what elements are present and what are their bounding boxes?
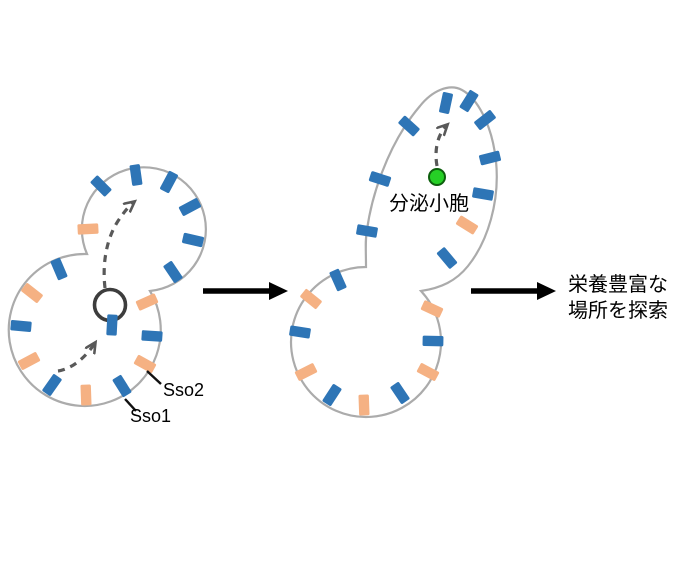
outcome-text-line2: 場所を探索: [568, 298, 668, 322]
sso1-protein-tick: [129, 164, 143, 186]
budding-cell: Sso2 Sso1: [7, 164, 207, 426]
sso2-protein-tick: [294, 363, 318, 381]
sso1-label: Sso1: [130, 406, 171, 426]
sso1-protein-tick: [50, 257, 68, 281]
sso1-protein-tick: [459, 89, 479, 113]
sso1-protein-tick: [398, 115, 420, 137]
sso1-protein-tick: [322, 384, 342, 406]
sso1-protein-tick: [356, 224, 378, 238]
sso1-protein-tick: [329, 268, 347, 292]
budding-cell-protein-ticks: [10, 164, 205, 406]
budding-cell-membrane: [7, 166, 207, 408]
sso2-protein-tick: [133, 354, 157, 374]
sso2-protein-tick: [358, 394, 370, 416]
secretion-path-arrow-bud: [102, 202, 134, 289]
sso1-protein-tick: [112, 374, 132, 398]
sso1-protein-tick: [422, 335, 444, 347]
transition-arrow-2: [471, 282, 556, 300]
sso1-protein-tick: [289, 325, 311, 339]
sso1-protein-tick: [42, 374, 62, 396]
sso2-protein-tick: [17, 352, 41, 370]
elongated-cell-protein-ticks: [289, 89, 502, 416]
transition-arrow-1: [203, 282, 288, 300]
sso2-protein-tick: [21, 283, 43, 303]
sso1-protein-tick: [478, 150, 502, 166]
sso1-protein-tick: [90, 175, 112, 197]
sso1-protein-tick: [163, 261, 183, 283]
sso1-protein-tick: [181, 232, 205, 248]
sso1-protein-tick: [436, 247, 458, 269]
sso2-protein-tick: [300, 289, 322, 309]
sso2-label: Sso2: [163, 380, 204, 400]
sso2-protein-tick: [416, 363, 440, 381]
elongated-cell-membrane: [289, 86, 498, 419]
sso1-protein-tick: [10, 320, 32, 332]
sso1-protein-tick: [472, 187, 494, 201]
sso1-protein-tick: [439, 92, 453, 114]
secretory-vesicle-label: 分泌小胞: [389, 191, 469, 215]
vesicle-path-arrow: [434, 125, 447, 167]
outcome-text: 栄養豊富な 場所を探索: [568, 272, 668, 322]
sso1-pointer-line: [124, 398, 137, 412]
outcome-text-line1: 栄養豊富な: [568, 272, 668, 296]
sso1-protein-tick: [474, 110, 496, 130]
secretion-path-arrow-neck: [57, 343, 95, 373]
elongated-cell: 分泌小胞: [289, 86, 502, 419]
sso2-protein-tick: [455, 215, 479, 235]
sso1-protein-tick: [178, 198, 202, 216]
sso1-protein-tick: [160, 170, 178, 194]
sso2-protein-tick: [420, 300, 444, 318]
sso2-protein-tick: [135, 293, 159, 311]
sso1-protein-tick: [141, 330, 163, 342]
secretory-vesicle-dot: [428, 168, 446, 186]
sso2-pointer-line: [146, 370, 162, 385]
sso2-protein-tick: [80, 384, 92, 406]
sso1-protein-tick: [106, 314, 118, 336]
sso1-protein-tick: [368, 171, 392, 187]
sso2-protein-tick: [77, 223, 99, 235]
sso1-protein-tick: [390, 382, 410, 404]
